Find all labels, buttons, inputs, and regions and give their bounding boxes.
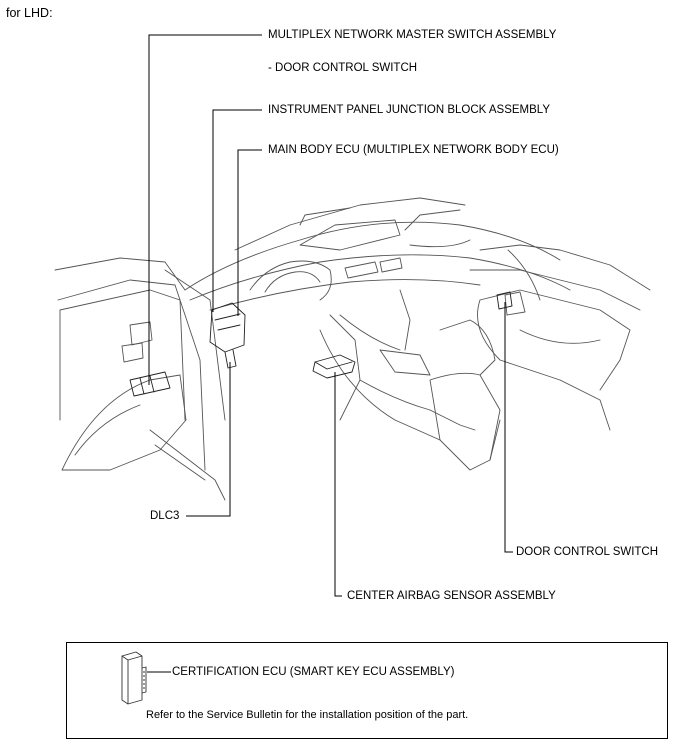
leader-airbag-sensor [334,372,342,597]
airbag-sensor [312,354,356,379]
note-text: Refer to the Service Bulletin for the in… [146,709,469,721]
passenger-seat-drawing [429,244,651,471]
label-master-switch-sub: - DOOR CONTROL SWITCH [268,62,418,74]
smart-key-ecu-icon [121,651,147,705]
leader-door-control-switch [504,302,513,553]
label-door-control-switch: DOOR CONTROL SWITCH [516,546,659,558]
variant-label: for LHD: [6,6,53,20]
master-switch-in-door [129,371,171,397]
label-junction-block: INSTRUMENT PANEL JUNCTION BLOCK ASSEMBLY [268,104,551,116]
dashboard-drawing [184,197,571,441]
junction-block-and-ecu [209,302,246,369]
left-door-drawing [54,257,226,501]
label-certification-ecu: CERTIFICATION ECU (SMART KEY ECU ASSEMBL… [172,666,455,678]
leader-certification-ecu [147,671,171,673]
vehicle-interior-illustration [54,34,651,597]
leader-body-ecu [237,149,262,316]
label-master-switch: MULTIPLEX NETWORK MASTER SWITCH ASSEMBLY [268,29,557,41]
leader-master-switch [148,34,262,385]
label-body-ecu: MAIN BODY ECU (MULTIPLEX NETWORK BODY EC… [268,144,559,156]
label-dlc3: DLC3 [150,510,180,522]
leader-dlc3 [186,362,231,517]
label-airbag-sensor: CENTER AIRBAG SENSOR ASSEMBLY [347,590,556,602]
center-console-drawing [329,314,476,431]
leader-junction-block [212,109,262,312]
certification-ecu-note-box [66,642,668,739]
door-control-switch-part [496,291,513,310]
